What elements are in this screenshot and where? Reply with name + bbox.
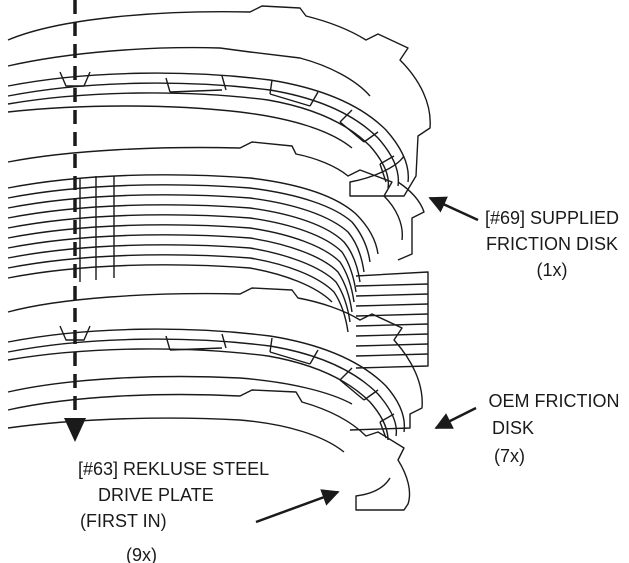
oem-friction-disk-stack [7,141,429,369]
oem-label-count: (7x) [494,446,525,466]
oem-callout-arrow-icon [434,406,477,430]
supplied-label-line1: [#69] SUPPLIED [484,208,620,228]
insertion-arrowhead-icon [64,418,86,442]
supplied-label-line2: FRICTION DISK [485,234,618,254]
oem-friction-disk-label: OEM FRICTION DISK (7x) [484,390,624,467]
supplied-label-count: (1x) [536,260,568,280]
rekluse-label-count: (9x) [126,545,157,563]
oem-label-line1: OEM FRICTION [488,391,620,411]
oem-friction-disk [7,287,423,441]
rekluse-label-line2: DRIVE PLATE [98,485,214,505]
supplied-friction-disk [7,5,431,197]
rekluse-steel-drive-plate-label: [#63] REKLUSE STEEL DRIVE PLATE (FIRST I… [78,458,278,563]
rekluse-label-line1: [#63] REKLUSE STEEL [78,459,270,479]
rekluse-label-line3: (FIRST IN) [80,511,167,531]
rekluse-callout-arrow-icon [255,489,340,524]
supplied-callout-arrow-icon [428,196,479,222]
oem-label-line2: DISK [492,418,535,438]
supplied-friction-disk-label: [#69] SUPPLIED FRICTION DISK (1x) [482,207,622,281]
